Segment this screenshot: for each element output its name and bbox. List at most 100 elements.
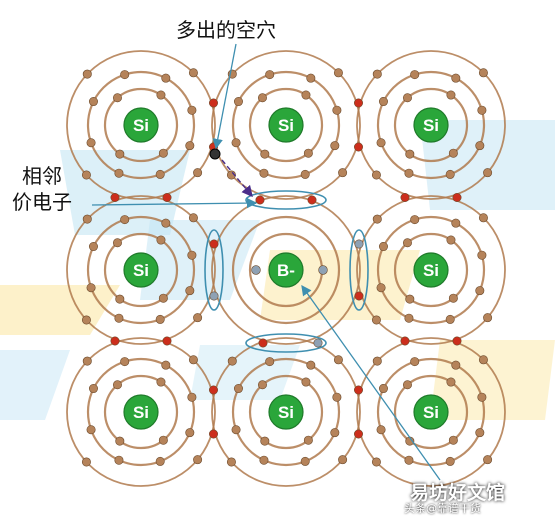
adjacent-valence-label-line1: 相邻 [22, 164, 62, 188]
electron [155, 456, 165, 466]
electron [404, 168, 414, 178]
electron [120, 70, 130, 80]
nucleus [413, 252, 449, 288]
electron [81, 315, 91, 325]
electron [233, 384, 243, 394]
electron [114, 313, 124, 323]
bond-electron [162, 336, 172, 346]
electron [332, 392, 342, 402]
boron-electron [251, 265, 261, 275]
bg-shape [430, 340, 555, 420]
electron [477, 250, 487, 260]
electron [187, 250, 197, 260]
bond-highlights [204, 190, 369, 353]
electron [259, 455, 269, 465]
electron [445, 169, 455, 179]
electron [338, 168, 348, 178]
electron [483, 168, 493, 178]
orbit-ring [86, 70, 196, 180]
orbit-ring [356, 337, 506, 487]
bond-electron [209, 385, 219, 395]
boron-electron [313, 338, 323, 348]
electron [156, 90, 166, 100]
bond-highlight [245, 333, 327, 353]
electron [445, 456, 455, 466]
orbit-ring [211, 195, 361, 345]
electron [478, 68, 488, 78]
electron [372, 69, 382, 79]
electron [404, 313, 414, 323]
electron [475, 141, 485, 151]
electron [451, 360, 461, 370]
electron [371, 170, 381, 180]
electron [188, 355, 198, 365]
electron [478, 355, 488, 365]
nucleus [123, 107, 159, 143]
electron [410, 357, 420, 367]
bond-electron [353, 98, 363, 108]
electron [445, 314, 455, 324]
orbit-ring [356, 195, 506, 345]
orbit-ring [211, 50, 361, 200]
electron [161, 360, 171, 370]
electron [187, 392, 197, 402]
electron [158, 293, 168, 303]
bond-electron [255, 195, 265, 205]
atom-symbol: Si [423, 261, 439, 280]
electron [330, 428, 340, 438]
orbit-ring [393, 87, 469, 163]
bond-electron [354, 291, 364, 301]
electron [477, 105, 487, 115]
electron [260, 436, 270, 446]
electron [410, 70, 420, 80]
electron [446, 90, 456, 100]
orbit-ring [356, 50, 506, 200]
atom-symbol: B- [277, 261, 295, 280]
electron [81, 170, 91, 180]
bond-electron [209, 239, 219, 249]
nucleus [413, 107, 449, 143]
nucleus [123, 252, 159, 288]
watermark-subtext: 头条@靠谱干货 [404, 502, 481, 515]
electron [82, 214, 92, 224]
bg-shape [420, 120, 555, 210]
electron [120, 357, 130, 367]
boron-electron [318, 265, 328, 275]
electron [193, 313, 203, 323]
electron [405, 294, 415, 304]
extra-hole-label: 多出的空穴 [176, 18, 276, 42]
orbit-ring [376, 357, 486, 467]
electron [112, 238, 122, 248]
electron [188, 68, 198, 78]
orbit-ring [376, 215, 486, 325]
electron [187, 105, 197, 115]
electron [475, 428, 485, 438]
electron [226, 457, 236, 467]
boron-electron [354, 239, 364, 249]
orbit-ring [211, 337, 361, 487]
electron [185, 286, 195, 296]
electron [233, 97, 243, 107]
electron [333, 68, 343, 78]
bond-electron [209, 429, 219, 439]
electron [300, 456, 310, 466]
nucleus [123, 394, 159, 430]
electron [115, 149, 125, 159]
electron [115, 436, 125, 446]
nucleus [413, 394, 449, 430]
orbit-ring [103, 232, 179, 308]
orbit-ring [376, 70, 486, 180]
bg-shape [190, 345, 300, 400]
electron [475, 286, 485, 296]
electron [114, 455, 124, 465]
electron [306, 73, 316, 83]
bond-electron [209, 98, 219, 108]
electron [82, 69, 92, 79]
orbit-ring [103, 374, 179, 450]
electron [338, 455, 348, 465]
electron [88, 384, 98, 394]
electron [81, 457, 91, 467]
watermark-text: 易坊好文馆 [410, 482, 506, 504]
electron [112, 380, 122, 390]
